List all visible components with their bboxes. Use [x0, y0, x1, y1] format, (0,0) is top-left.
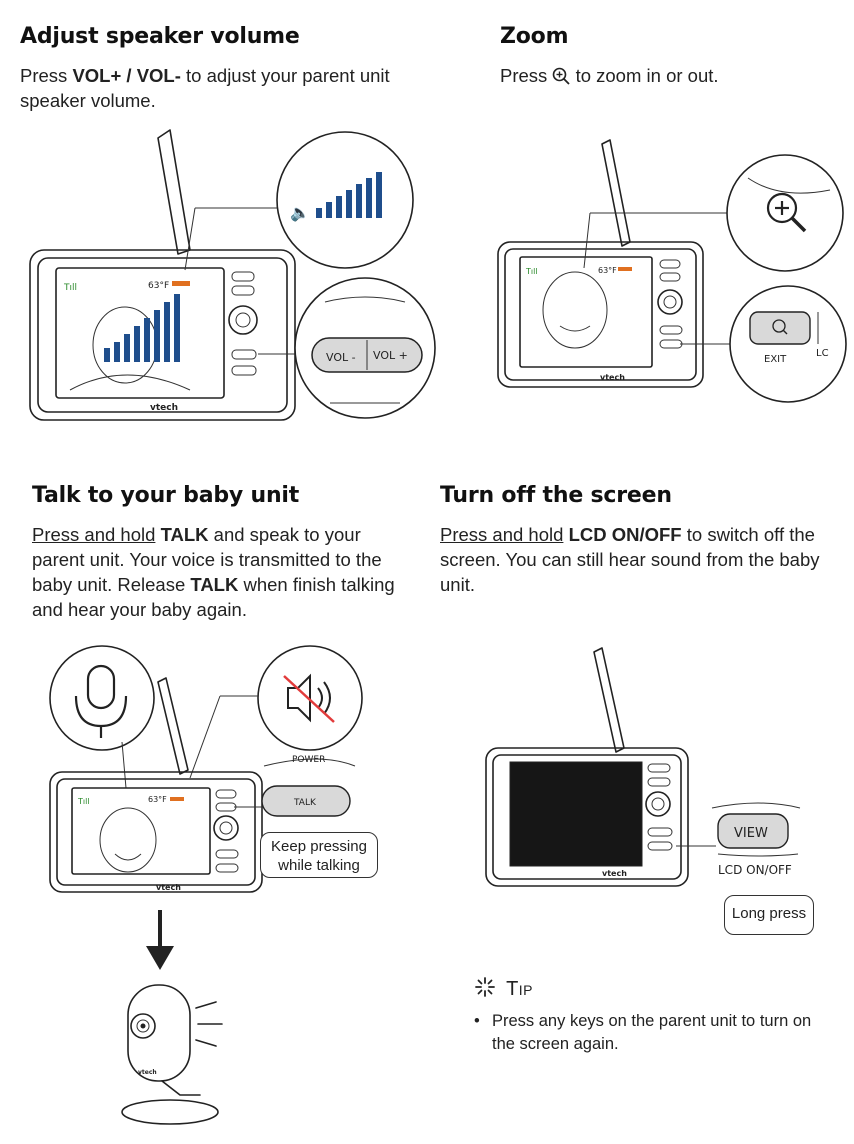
svg-text:63°F: 63°F	[598, 266, 617, 275]
zoom-illustration: Tıll 63°F vtech EXIT LC	[497, 139, 847, 403]
long-press-callout: Long press	[724, 895, 814, 935]
svg-text:vtech: vtech	[600, 373, 625, 382]
tip-heading: Tip	[474, 976, 533, 1001]
zoom-in-icon	[552, 66, 571, 85]
svg-text:vtech: vtech	[156, 883, 181, 892]
svg-text:Tıll: Tıll	[77, 797, 90, 806]
svg-text:vtech: vtech	[602, 869, 627, 878]
view-label: VIEW	[734, 826, 768, 841]
power-label: POWER	[292, 755, 325, 765]
lcd-partial-label: LC	[816, 348, 829, 359]
exit-label: EXIT	[764, 354, 787, 365]
svg-text:Tıll: Tıll	[63, 283, 77, 293]
svg-text:🔈: 🔈	[290, 203, 310, 222]
zoom-section: Zoom Press to zoom in or out.	[500, 24, 840, 88]
talk-button-label: TALK	[293, 798, 317, 808]
vol-plus-label: VOL +	[373, 349, 408, 362]
device-brand: vtech	[150, 403, 178, 413]
screen-section: Turn off the screen Press and hold LCD O…	[440, 483, 840, 597]
sparkle-icon	[474, 976, 496, 998]
screen-illustration: vtech VIEW LCD ON/OFF	[485, 647, 801, 887]
talk-section: Talk to your baby unit Press and hold TA…	[32, 483, 402, 622]
keep-pressing-callout: Keep pressing while talking	[260, 832, 378, 878]
screen-temp: 63°F	[148, 281, 169, 291]
talk-text: Press and hold TALK and speak to your pa…	[32, 524, 395, 620]
lcd-onoff-label: LCD ON/OFF	[718, 863, 792, 877]
screen-text: Press and hold LCD ON/OFF to switch off …	[440, 524, 820, 595]
volume-text: Press VOL+ / VOL- to adjust your parent …	[20, 65, 390, 111]
screen-title: Turn off the screen	[440, 483, 672, 508]
volume-illustration: Tıll 63°F vtech 🔈 VOL - VOL +	[29, 129, 436, 421]
volume-title: Adjust speaker volume	[20, 24, 300, 49]
tip-label: Tip	[506, 978, 534, 1000]
svg-text:Tıll: Tıll	[525, 267, 538, 276]
svg-text:vtech: vtech	[138, 1069, 157, 1076]
zoom-text: Press to zoom in or out.	[500, 65, 719, 86]
talk-title: Talk to your baby unit	[32, 483, 300, 508]
talk-illustration: Tıll 63°F vtech POWER TALK vtech	[49, 645, 363, 1125]
zoom-title: Zoom	[500, 24, 569, 49]
tip-item: • Press any keys on the parent unit to t…	[474, 1012, 812, 1053]
tip-list: • Press any keys on the parent unit to t…	[474, 1010, 819, 1056]
vol-minus-label: VOL -	[326, 351, 356, 364]
svg-text:63°F: 63°F	[148, 795, 167, 804]
volume-section: Adjust speaker volume Press VOL+ / VOL- …	[20, 24, 440, 113]
